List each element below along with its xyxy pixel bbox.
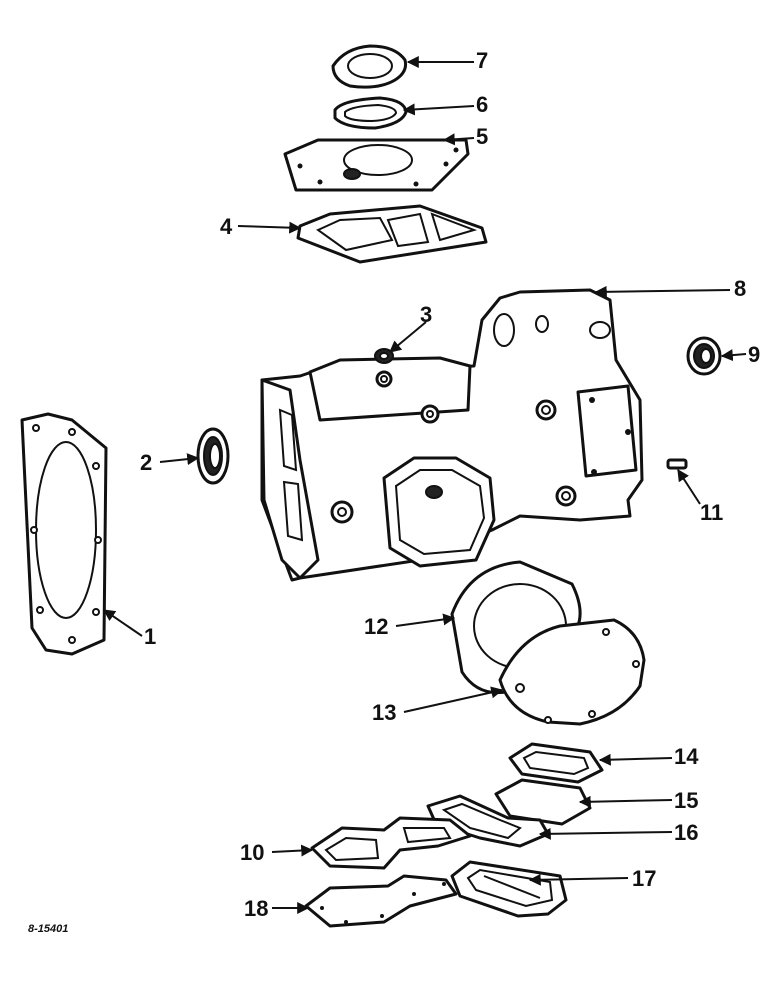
- leader-15: [578, 795, 673, 808]
- callout-15: 15: [674, 788, 698, 813]
- leader-8: [594, 285, 731, 298]
- part-10-gasket: [310, 816, 472, 870]
- part-8-transmission-housing: [260, 288, 644, 582]
- leader-6: [402, 103, 475, 116]
- part-5-cover-plate: [283, 138, 470, 192]
- part-11-pin: [666, 458, 688, 470]
- leader-14: [598, 753, 673, 766]
- callout-1: 1: [144, 624, 156, 649]
- leader-13: [403, 686, 504, 713]
- part-15-plate: [494, 778, 592, 826]
- callout-7: 7: [476, 48, 488, 73]
- callout-2: 2: [140, 450, 152, 475]
- leader-17: [528, 873, 629, 886]
- leader-12: [395, 613, 456, 627]
- part-13-side-cover: [498, 618, 646, 726]
- part-4-top-gasket: [296, 204, 488, 264]
- part-7-cover-cap: [331, 44, 407, 89]
- callout-labels: 1 2 3 4 5 6 7 8 9 10 11 12 13 14 15 16 1…: [140, 48, 760, 921]
- leader-4: [237, 221, 302, 234]
- leader-5: [442, 133, 475, 146]
- leader-2: [159, 453, 200, 466]
- leader-3: [389, 321, 427, 353]
- part-17-cover: [450, 860, 568, 918]
- leader-10: [271, 844, 314, 857]
- callout-14: 14: [674, 744, 699, 769]
- leader-9: [720, 349, 747, 362]
- part-6-cap-gasket: [333, 96, 408, 130]
- callout-13: 13: [372, 700, 396, 725]
- callout-16: 16: [674, 820, 698, 845]
- leader-1: [103, 609, 143, 637]
- part-2-seal: [196, 427, 230, 485]
- part-9-seal: [686, 336, 722, 376]
- part-18-plate: [304, 874, 458, 928]
- leader-16: [538, 827, 673, 840]
- callout-5: 5: [476, 124, 488, 149]
- leader-11: [677, 468, 701, 505]
- callout-8: 8: [734, 276, 746, 301]
- callout-12: 12: [364, 614, 388, 639]
- callout-10: 10: [240, 840, 264, 865]
- callout-6: 6: [476, 92, 488, 117]
- callout-11: 11: [700, 500, 723, 525]
- part-3-plug: [374, 348, 394, 364]
- callout-18: 18: [244, 896, 268, 921]
- part-14-gasket: [508, 742, 604, 784]
- part-1-end-gasket: [20, 412, 108, 656]
- callout-17: 17: [632, 866, 656, 891]
- callout-9: 9: [748, 342, 760, 367]
- figure-reference-number: 8-15401: [28, 923, 68, 935]
- callout-4: 4: [220, 214, 233, 239]
- leader-lines: [103, 56, 747, 914]
- callout-3: 3: [420, 302, 432, 327]
